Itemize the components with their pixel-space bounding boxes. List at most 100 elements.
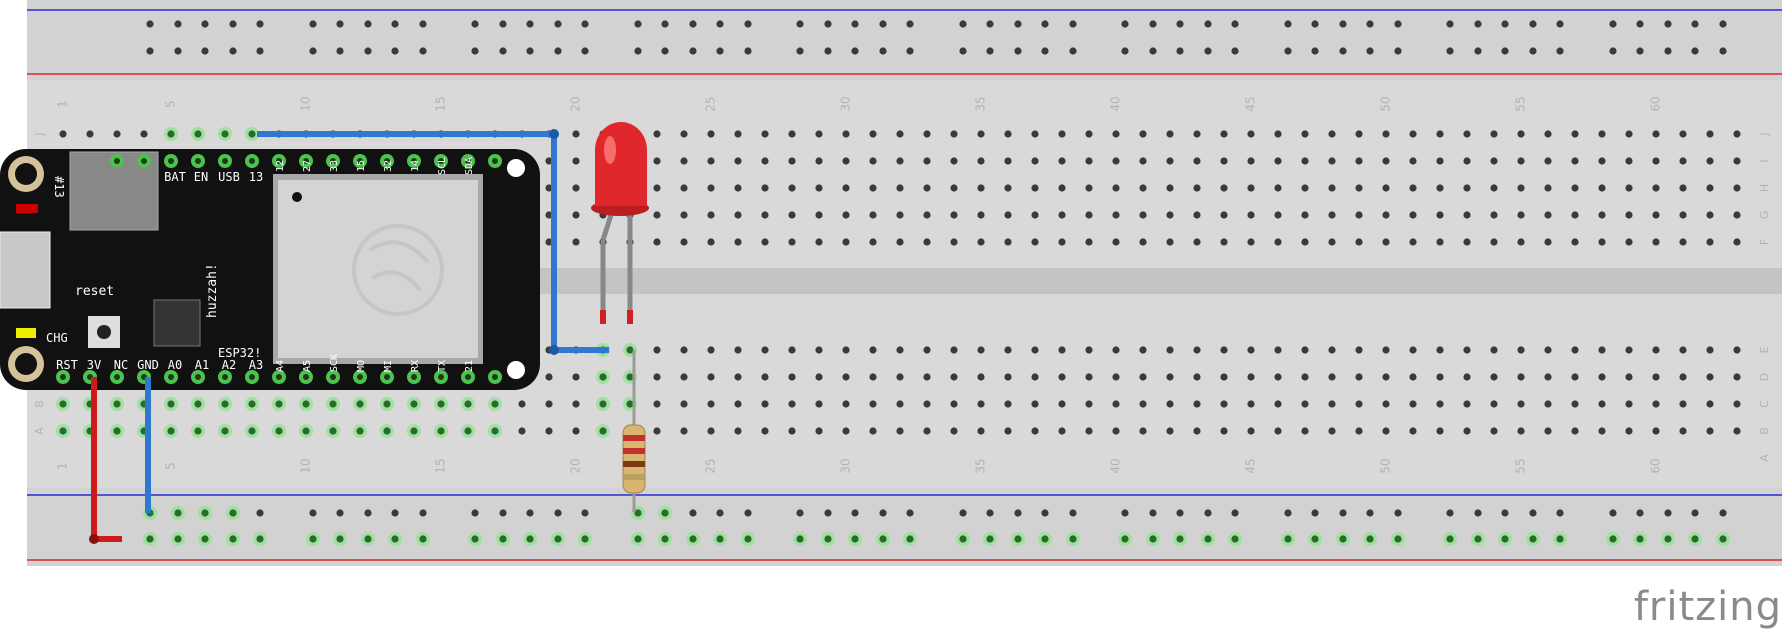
hole xyxy=(1339,509,1347,517)
hole xyxy=(788,373,796,381)
hole xyxy=(869,184,877,192)
hole xyxy=(499,20,507,28)
hole xyxy=(1112,238,1120,246)
hole xyxy=(1085,238,1093,246)
hole xyxy=(336,509,344,517)
hole xyxy=(309,509,317,517)
hole xyxy=(923,427,931,435)
column-number: 50 xyxy=(1379,96,1393,111)
hole xyxy=(1139,184,1147,192)
board-bottom-pin-label: TX xyxy=(437,360,448,372)
top-power-rail-area xyxy=(27,0,1782,80)
hole xyxy=(896,346,904,354)
hole xyxy=(599,373,607,381)
hole xyxy=(1112,346,1120,354)
hole xyxy=(1571,211,1579,219)
hole xyxy=(661,20,669,28)
board-top-pin-label: 13 xyxy=(249,170,263,184)
hole xyxy=(1544,346,1552,354)
hole xyxy=(554,20,562,28)
hole xyxy=(221,427,229,435)
hole xyxy=(545,238,553,246)
hole xyxy=(518,400,526,408)
hole xyxy=(1517,211,1525,219)
hole xyxy=(796,535,804,543)
hole xyxy=(923,130,931,138)
hole xyxy=(1274,184,1282,192)
hole xyxy=(572,373,580,381)
hole xyxy=(1193,373,1201,381)
hole xyxy=(526,509,534,517)
hole xyxy=(977,211,985,219)
hole xyxy=(1446,509,1454,517)
hole xyxy=(986,47,994,55)
column-number: 1 xyxy=(56,462,70,470)
hole xyxy=(815,427,823,435)
hole xyxy=(1652,427,1660,435)
hole xyxy=(842,427,850,435)
hole xyxy=(464,400,472,408)
hole xyxy=(526,20,534,28)
led-leg-tip xyxy=(600,310,606,324)
hole xyxy=(1328,427,1336,435)
hole xyxy=(1571,184,1579,192)
board-bottom-pin-hole xyxy=(222,374,228,380)
hole xyxy=(1598,184,1606,192)
hole xyxy=(491,400,499,408)
board-bottom-pin-hole xyxy=(168,374,174,380)
hole xyxy=(879,535,887,543)
hole xyxy=(1625,346,1633,354)
hole xyxy=(815,184,823,192)
board-bottom-pin-label: 3V xyxy=(87,358,101,372)
board-top-pin-hole xyxy=(384,158,390,164)
board-bottom-pin-hole xyxy=(276,374,282,380)
hole xyxy=(391,20,399,28)
hole xyxy=(471,20,479,28)
hole xyxy=(842,400,850,408)
hole xyxy=(1176,20,1184,28)
hole xyxy=(1355,211,1363,219)
hole xyxy=(1220,373,1228,381)
hole xyxy=(572,184,580,192)
hole xyxy=(1193,184,1201,192)
hole xyxy=(923,373,931,381)
hole xyxy=(1571,238,1579,246)
hole xyxy=(923,184,931,192)
hole xyxy=(1355,346,1363,354)
board-top-pin-label: 32 xyxy=(383,160,394,172)
hole xyxy=(680,400,688,408)
hole xyxy=(1284,20,1292,28)
hole xyxy=(1328,373,1336,381)
hole xyxy=(309,535,317,543)
hole xyxy=(302,400,310,408)
hole xyxy=(661,47,669,55)
hole xyxy=(248,400,256,408)
hole xyxy=(229,20,237,28)
hole xyxy=(146,47,154,55)
board-bottom-pin-hole xyxy=(249,374,255,380)
hole xyxy=(1733,346,1741,354)
hole xyxy=(1247,400,1255,408)
column-number: 10 xyxy=(299,96,313,111)
wire-bend xyxy=(549,129,559,139)
hole xyxy=(1311,20,1319,28)
hole xyxy=(1220,238,1228,246)
hole xyxy=(1004,157,1012,165)
hole xyxy=(1193,427,1201,435)
hole xyxy=(1204,509,1212,517)
hole xyxy=(1544,157,1552,165)
hole xyxy=(1220,346,1228,354)
row-letter: I xyxy=(1758,159,1771,162)
hole xyxy=(1490,346,1498,354)
hole xyxy=(851,20,859,28)
hole xyxy=(499,535,507,543)
board-bottom-pin-label: GND xyxy=(137,358,159,372)
hole xyxy=(680,157,688,165)
hole xyxy=(1463,427,1471,435)
hole xyxy=(1220,400,1228,408)
hole xyxy=(1679,238,1687,246)
board-bottom-pin-label: RX xyxy=(410,360,421,372)
board-bottom-pin-hole xyxy=(384,374,390,380)
board-bottom-pin-hole xyxy=(195,374,201,380)
hole xyxy=(491,427,499,435)
